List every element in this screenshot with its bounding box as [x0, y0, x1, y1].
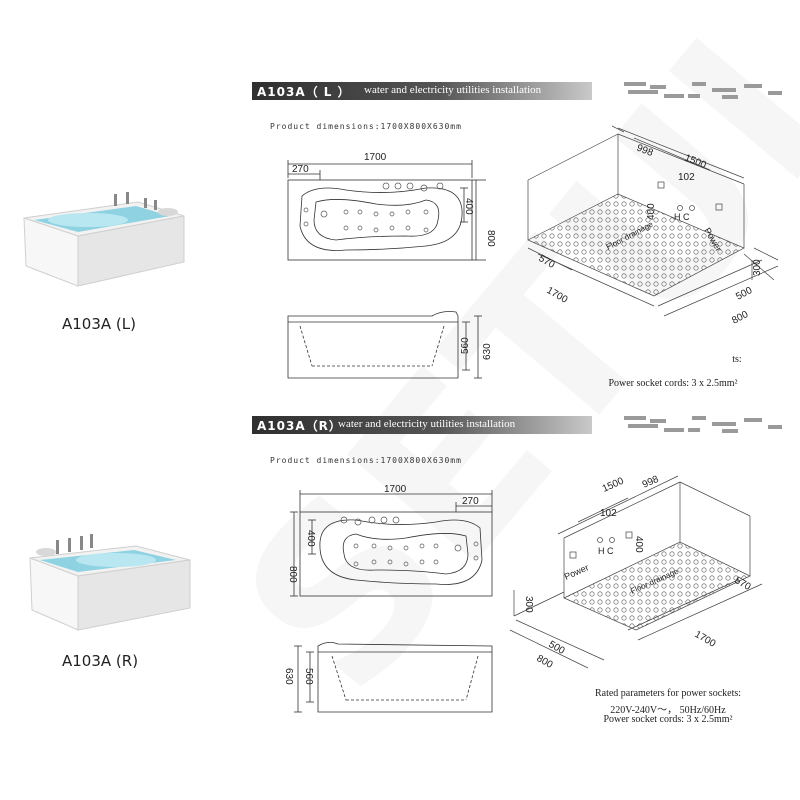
- iso-500: 500: [734, 285, 754, 303]
- iso-300: 300: [752, 259, 763, 276]
- iso-998: 998: [635, 143, 655, 160]
- side-view-r: 560 630: [283, 642, 493, 713]
- note-line: Power socket cords: 3 x 2.5mm²: [603, 714, 733, 725]
- iso-view-r: 1500 998 102 400 H C Power Floor drainag…: [509, 474, 763, 671]
- dim-width: 800: [287, 566, 298, 583]
- product-dimensions: Product dimensions:1700X800X630mm: [270, 456, 462, 465]
- dim-length: 1700: [384, 484, 407, 495]
- note-line: Power socket cords: 3 x 2.5mm²: [608, 378, 738, 389]
- note-line: ts:: [732, 354, 742, 365]
- iso-power: Power: [563, 562, 590, 582]
- product-dimensions: Product dimensions:1700X800X630mm: [270, 122, 462, 131]
- bathtub-photo-r: [29, 534, 191, 631]
- top-view-r: 1700 270 800 400: [287, 484, 493, 597]
- iso-998: 998: [641, 474, 661, 491]
- top-view-l: 1700 270 800 400: [287, 152, 496, 261]
- model-label: A103A（R）: [257, 419, 342, 433]
- section-header-r: A103A（R） water and electricity utilities…: [252, 416, 800, 434]
- iso-hc: H C: [674, 212, 690, 222]
- dim-h2: 630: [283, 668, 294, 685]
- iso-300: 300: [523, 596, 534, 613]
- iso-570: 570: [537, 253, 557, 271]
- section-header-l: A103A（ L ） water and electricity utiliti…: [252, 82, 800, 100]
- iso-102: 102: [678, 172, 695, 183]
- dim-offset: 270: [462, 496, 479, 507]
- model-caption-r: A103A (R): [62, 652, 139, 670]
- dim-inner: 400: [463, 198, 474, 215]
- dim-h1: 560: [460, 337, 471, 354]
- side-view-l: 560 630: [287, 311, 493, 379]
- dim-h2: 630: [482, 343, 493, 360]
- iso-1700: 1700: [693, 629, 718, 650]
- note-line: Rated parameters for power sockets:: [594, 688, 742, 699]
- section-title: water and electricity utilities installa…: [338, 418, 516, 430]
- header-bar: [252, 82, 592, 100]
- header-bar: [252, 416, 592, 434]
- dim-width: 800: [485, 230, 496, 247]
- header-decoration: [624, 82, 782, 99]
- iso-570: 570: [733, 575, 753, 593]
- iso-400: 400: [646, 203, 657, 220]
- iso-1700: 1700: [545, 285, 570, 306]
- iso-1500: 1500: [683, 153, 708, 172]
- note-line: 220V-240V～， 50Hz/60Hz: [610, 705, 726, 716]
- section-title: water and electricity utilities installa…: [364, 84, 542, 96]
- dim-length: 1700: [364, 152, 387, 163]
- iso-102: 102: [600, 508, 617, 519]
- iso-view-l: 1500 998 102 400 H C Power Floor drainag…: [527, 125, 779, 327]
- dim-offset: 270: [292, 164, 309, 175]
- bathtub-photo-l: [23, 192, 185, 287]
- dim-inner: 400: [305, 530, 316, 547]
- header-decoration: [624, 416, 782, 433]
- iso-800: 800: [535, 653, 555, 671]
- dim-h1: 560: [303, 668, 314, 685]
- iso-800: 800: [730, 309, 750, 327]
- iso-hc: H C: [598, 546, 614, 556]
- model-caption-l: A103A (L): [62, 315, 136, 333]
- iso-400: 400: [633, 536, 644, 553]
- model-label: A103A（ L ）: [257, 85, 351, 99]
- iso-1500: 1500: [601, 475, 626, 494]
